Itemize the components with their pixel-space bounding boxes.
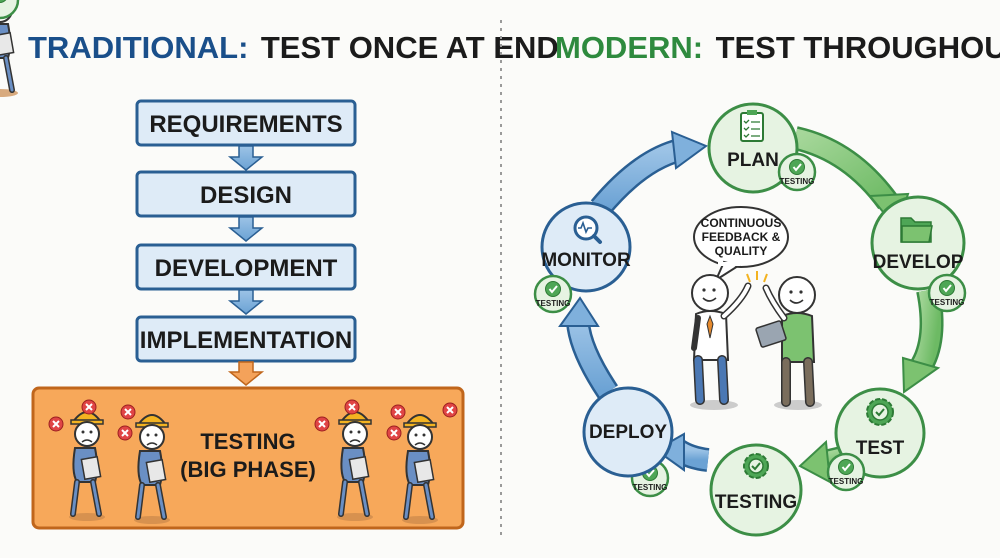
- error-x-icon: [443, 403, 457, 417]
- node-label-develop: DEVELOP: [873, 252, 964, 273]
- right-title-rest: TEST THROUGHOUT: [716, 30, 1000, 65]
- error-x-icon: [118, 426, 132, 440]
- person-left-icon: [690, 275, 748, 410]
- step-label: REQUIREMENTS: [149, 111, 342, 138]
- waterfall-arrow: [230, 290, 262, 314]
- badge-label: TESTING: [633, 483, 668, 492]
- waterfall-step-requirements: REQUIREMENTS: [137, 101, 355, 145]
- high-five-spark-icon: [747, 271, 767, 282]
- testing-sublabel: (BIG PHASE): [180, 457, 316, 482]
- error-x-icon: [387, 426, 401, 440]
- right-title-accent: MODERN:: [555, 30, 703, 65]
- right-title: MODERN: TEST THROUGHOUT: [555, 30, 1000, 65]
- cycle-arrow-deploy-to-monitor: [560, 298, 608, 392]
- bubble-line-1: CONTINUOUS: [701, 216, 782, 230]
- testing-check-badge: TESTING: [828, 454, 864, 490]
- badge-label: TESTING: [536, 299, 571, 308]
- folder-icon: [901, 218, 932, 242]
- badge-label: TESTING: [829, 477, 864, 486]
- step-label: DESIGN: [200, 182, 292, 209]
- waterfall-step-implementation: IMPLEMENTATION: [137, 317, 355, 361]
- waterfall-step-development: DEVELOPMENT: [137, 245, 355, 289]
- waterfall-step-design: DESIGN: [137, 172, 355, 216]
- left-title: TRADITIONAL: TEST ONCE AT END: [28, 30, 559, 65]
- left-title-rest: TEST ONCE AT END: [261, 30, 559, 65]
- badge-label: TESTING: [930, 298, 965, 307]
- error-x-icon: [345, 400, 359, 414]
- waterfall-arrow-orange: [230, 362, 262, 385]
- node-label-deploy: DEPLOY: [589, 422, 667, 443]
- node-label-test: TEST: [856, 438, 905, 459]
- testing-label: TESTING: [200, 429, 295, 454]
- testing-check-badge: TESTING: [535, 276, 571, 312]
- waterfall-arrow: [230, 217, 262, 241]
- badge-label: TESTING: [780, 177, 815, 186]
- step-label: DEVELOPMENT: [155, 255, 338, 282]
- gear-check-icon: [744, 454, 768, 478]
- left-title-accent: TRADITIONAL:: [28, 30, 248, 65]
- error-x-icon: [49, 417, 63, 431]
- error-x-icon: [121, 405, 135, 419]
- node-label-plan: PLAN: [727, 150, 779, 171]
- error-x-icon: [82, 400, 96, 414]
- step-label: IMPLEMENTATION: [140, 327, 352, 354]
- testing-check-badge: [0, 0, 18, 18]
- person-right-icon: [756, 277, 822, 410]
- error-x-icon: [315, 417, 329, 431]
- bubble-line-3: QUALITY: [715, 244, 768, 258]
- node-label-monitor: MONITOR: [541, 250, 631, 271]
- cycle-arrow-monitor-to-plan: [600, 132, 706, 208]
- feedback-speech-bubble: CONTINUOUS FEEDBACK & QUALITY: [694, 207, 788, 280]
- testing-check-badge: TESTING: [779, 154, 815, 190]
- error-x-icon: [391, 405, 405, 419]
- testing-check-badge: TESTING: [929, 275, 965, 311]
- waterfall-arrow: [230, 146, 262, 170]
- cycle-node-deploy: DEPLOY: [584, 388, 672, 476]
- bubble-line-2: FEEDBACK &: [702, 230, 781, 244]
- node-label-testing: TESTING: [715, 492, 797, 513]
- clipboard-icon: [741, 110, 763, 141]
- cycle-node-testing: TESTING: [711, 445, 801, 535]
- gear-check-icon: [867, 399, 893, 425]
